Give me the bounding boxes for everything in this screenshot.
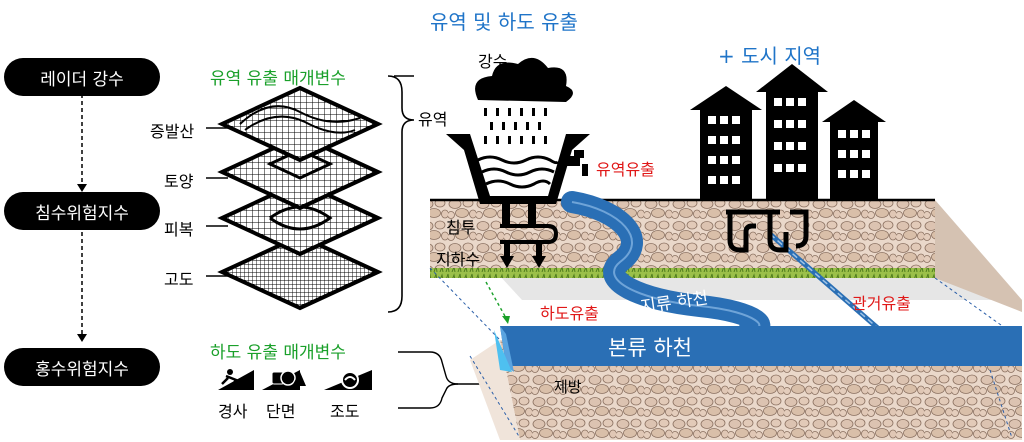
layer-label-evapotranspiration: 증발산: [150, 122, 195, 141]
channel-params-heading: 하도 유출 매개변수: [210, 343, 346, 363]
layer-elevation: [217, 233, 383, 311]
basin-params-heading: 유역 유출 매개변수: [210, 69, 346, 89]
channel-runoff-label: 하도유출: [540, 304, 599, 323]
main-river: [494, 326, 1022, 372]
layer-label-elevation: 고도: [164, 270, 194, 289]
drainage-pipes-icon: [726, 209, 809, 253]
city-buildings-icon: [690, 64, 886, 200]
layer-label-cover: 피복: [164, 220, 194, 239]
step-radar-rainfall: 레이더 강수: [4, 58, 160, 96]
groundwater-label: 지하수: [436, 250, 481, 269]
layer-evapotranspiration: [217, 85, 383, 163]
layer-label-soil: 토양: [164, 172, 194, 191]
layer-cover: [217, 179, 383, 257]
param-label-cross-section: 단면: [266, 402, 296, 421]
basin-label: 유역: [418, 110, 448, 129]
cross-section-icon: [262, 370, 306, 390]
basin-runoff-label: 유역유출: [596, 160, 655, 179]
step-inundation-index: 침수위험지수: [4, 192, 160, 230]
main-river-label: 본류 하천: [608, 336, 692, 360]
pipe-runoff-label: 관거유출: [852, 294, 911, 313]
param-label-roughness: 조도: [330, 402, 360, 421]
layer-soil: [217, 133, 383, 211]
step-flood-index: 홍수위험지수: [4, 348, 160, 386]
parameter-layers: [206, 85, 383, 311]
basin-bucket-icon: [446, 57, 590, 268]
infiltration-label: 침투: [446, 218, 476, 237]
param-label-slope: 경사: [218, 402, 248, 421]
urban-area-label: + 도시 지역: [718, 44, 822, 68]
flow-arrows: [77, 94, 87, 342]
basin-brace: [387, 75, 415, 313]
roughness-icon: [324, 370, 372, 390]
slope-icon: [218, 369, 254, 390]
diagram-title: 유역 및 하도 유출: [430, 10, 578, 34]
rain-label: 강수: [478, 52, 508, 71]
levee-label: 제방: [554, 378, 582, 396]
